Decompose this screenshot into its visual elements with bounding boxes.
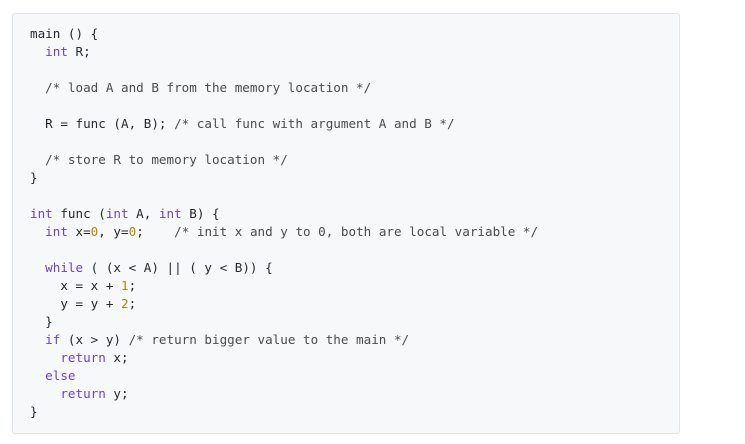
code-text: } — [30, 404, 38, 419]
code-text: x= — [67, 224, 91, 239]
code-keyword: if — [45, 332, 61, 347]
code-line: return y; — [30, 385, 538, 403]
code-number: 1 — [121, 278, 129, 293]
code-text: R; — [67, 44, 91, 59]
code-text — [30, 386, 60, 401]
code-line: } — [30, 313, 538, 331]
code-type: int — [45, 44, 68, 59]
code-keyword: return — [60, 386, 106, 401]
code-line: y = y + 2; — [30, 295, 538, 313]
code-line: else — [30, 367, 538, 385]
code-text: y = y + — [30, 296, 121, 311]
code-line: /* store R to memory location */ — [30, 151, 538, 169]
code-text — [30, 224, 45, 239]
code-line — [30, 97, 538, 115]
code-text: R = func (A, B); — [30, 116, 175, 131]
code-number: 0 — [128, 224, 137, 239]
code-comment: /* store R to memory location */ — [45, 152, 288, 167]
code-text: func ( — [52, 206, 106, 221]
code-line: /* load A and B from the memory location… — [30, 79, 538, 97]
code-line — [30, 241, 538, 259]
code-type: int — [30, 206, 53, 221]
code-text: main () { — [30, 26, 99, 41]
code-text — [30, 368, 45, 383]
code-line: int func (int A, int B) { — [30, 205, 538, 223]
code-text: x = x + — [30, 278, 121, 293]
code-line: main () { — [30, 25, 538, 43]
code-line: R = func (A, B); /* call func with argum… — [30, 115, 538, 133]
code-type: int — [45, 224, 68, 239]
code-line: } — [30, 403, 538, 421]
code-text — [30, 260, 45, 275]
code-type: int — [105, 206, 129, 221]
code-block: main () { int R; /* load A and B from th… — [12, 13, 680, 434]
code-keyword: else — [45, 368, 76, 383]
code-text: ; — [136, 224, 175, 239]
code-keyword: return — [60, 350, 106, 365]
code-keyword: while — [45, 260, 84, 275]
code-text: y; — [105, 386, 129, 401]
code-text: , y= — [98, 224, 129, 239]
code-line: if (x > y) /* return bigger value to the… — [30, 331, 538, 349]
code-comment: /* call func with argument A and B */ — [174, 116, 455, 131]
code-text — [30, 332, 45, 347]
code-line — [30, 61, 538, 79]
code-line — [30, 133, 538, 151]
code-text — [30, 80, 45, 95]
code-text: ; — [128, 296, 137, 311]
code-number: 0 — [90, 224, 99, 239]
code-line: int R; — [30, 43, 538, 61]
code-comment: /* return bigger value to the main */ — [128, 332, 410, 347]
code-comment: /* load A and B from the memory location… — [45, 80, 372, 95]
code-text — [30, 152, 45, 167]
code-text: ( (x < A) || ( y < B)) { — [83, 260, 273, 275]
code-line: int x=0, y=0; /* init x and y to 0, both… — [30, 223, 538, 241]
code-comment: /* init x and y to 0, both are local var… — [174, 224, 539, 239]
code-line: return x; — [30, 349, 538, 367]
code-line: } — [30, 169, 538, 187]
code-text: B) { — [181, 206, 220, 221]
code-text — [30, 44, 45, 59]
code-line — [30, 187, 538, 205]
code-text: A, — [128, 206, 159, 221]
code-text: x; — [105, 350, 129, 365]
code-text — [30, 350, 60, 365]
code-line: x = x + 1; — [30, 277, 538, 295]
code-number: 2 — [121, 296, 129, 311]
code-listing: main () { int R; /* load A and B from th… — [30, 25, 538, 421]
code-text: } — [30, 314, 53, 329]
code-type: int — [158, 206, 182, 221]
code-text: ; — [128, 278, 137, 293]
code-text: } — [30, 170, 38, 185]
code-text: (x > y) — [60, 332, 129, 347]
code-line: while ( (x < A) || ( y < B)) { — [30, 259, 538, 277]
